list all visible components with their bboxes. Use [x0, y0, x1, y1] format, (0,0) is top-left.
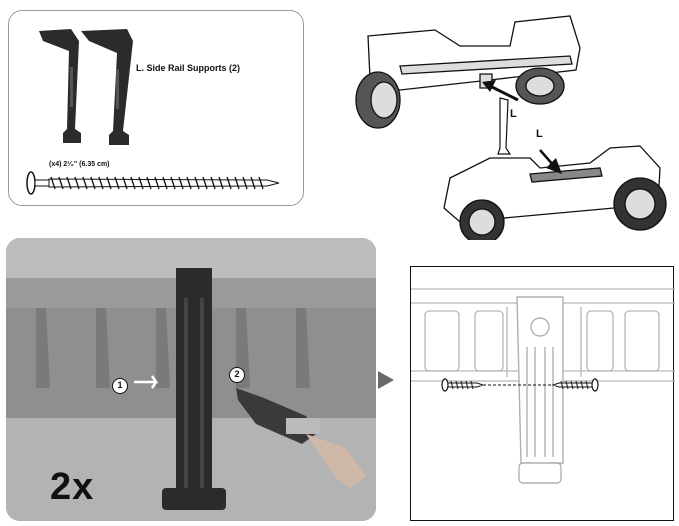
repeat-count-label: 2x: [50, 466, 95, 508]
screw-left-icon: [441, 378, 485, 392]
screw-right-icon: [551, 378, 599, 392]
vehicle-illustration: [355, 15, 667, 240]
side-rail-support-right: [81, 29, 133, 145]
support-piece-illustration: [497, 97, 512, 155]
insert-arrow-top: [482, 80, 519, 102]
side-rail-supports-label: L. Side Rail Supports (2): [136, 63, 241, 73]
pointer-arrow-icon: [378, 371, 394, 389]
callout-l-top: L: [510, 108, 517, 120]
vehicle-upright-view: [443, 145, 667, 240]
side-rail-support-left: [39, 29, 81, 143]
screw-illustration: [26, 171, 280, 195]
vehicle-underside-view: [355, 15, 581, 129]
screw-detail-illustration: [411, 288, 675, 484]
parts-panel: L. Side Rail Supports (2) (x4) 2¹⁄₂" (6.…: [8, 10, 304, 206]
side-rail-support-photo: [162, 268, 226, 510]
step-marker-2: 2: [229, 367, 245, 383]
assembly-photo-panel: 1 2 2x: [6, 238, 376, 521]
power-drill-icon: [236, 388, 366, 488]
screw-size-label: (x4) 2¹⁄₂" (6.35 cm): [49, 161, 110, 168]
assembly-photo-illustration: [6, 238, 376, 521]
insert-arrow-bottom: [539, 149, 562, 174]
callout-l-bottom: L: [536, 128, 543, 140]
screw-detail-panel: [410, 266, 675, 521]
parts-illustration: [26, 29, 280, 195]
support-rail-outline: [516, 296, 564, 484]
step-marker-1: 1: [112, 378, 128, 394]
vehicle-assembly-diagram: L L: [340, 8, 675, 240]
